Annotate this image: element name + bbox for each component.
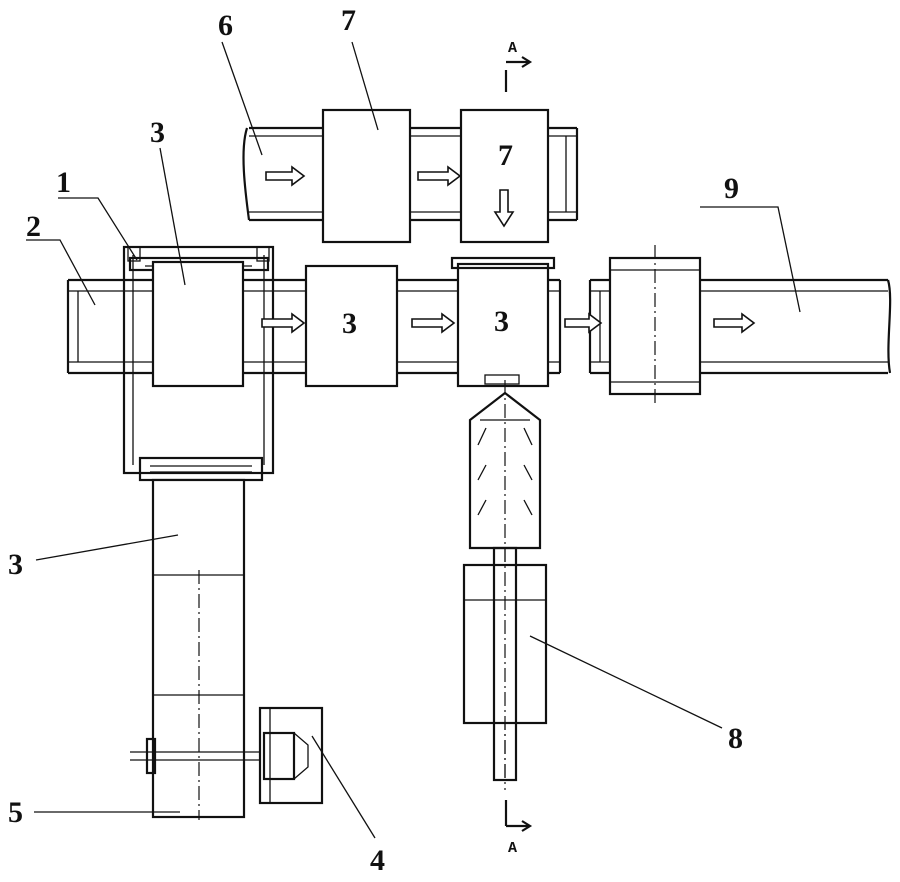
svg-text:A: A [508,840,517,857]
label-1: 1 [56,166,71,199]
label-9: 9 [724,172,739,205]
transfer-frame [122,245,275,482]
flow-arrow-right-icon [411,312,456,334]
box-clamp-plate [450,256,556,270]
label-4: 4 [370,844,385,877]
label-2: 2 [26,210,41,243]
box-3-in-frame [151,260,245,388]
section-mark-top: A [504,40,533,92]
label-3-left: 3 [8,548,23,581]
flow-arrow-down-icon [493,189,515,228]
drive-motor-4 [258,706,324,805]
vertical-pusher-column [151,478,246,820]
label-7-box: 7 [498,139,513,172]
label-6: 6 [218,9,233,42]
box-bottom-tab [484,374,520,385]
cylinder-8 [462,546,548,782]
screw-drive [130,706,324,805]
flow-arrow-right-icon [564,312,603,334]
label-8: 8 [728,722,743,755]
label-3-top: 3 [150,116,165,149]
flow-arrow-right-icon [713,312,756,334]
flow-arrow-right-icon [417,165,462,187]
flow-arrow-right-icon [265,165,306,187]
leader-lines [26,41,801,839]
box-3-at-station [456,262,550,388]
section-mark-bottom: A [504,800,533,857]
finished-product-9 [608,245,702,406]
label-3-station: 3 [494,305,509,338]
box-3-middle [304,264,399,388]
label-7-top: 7 [341,4,356,37]
flow-arrow-right-icon [261,312,306,334]
svg-text:A: A [508,40,517,57]
upper-box-7-left [321,108,412,244]
label-3-middle: 3 [342,307,357,340]
label-5: 5 [8,796,23,829]
